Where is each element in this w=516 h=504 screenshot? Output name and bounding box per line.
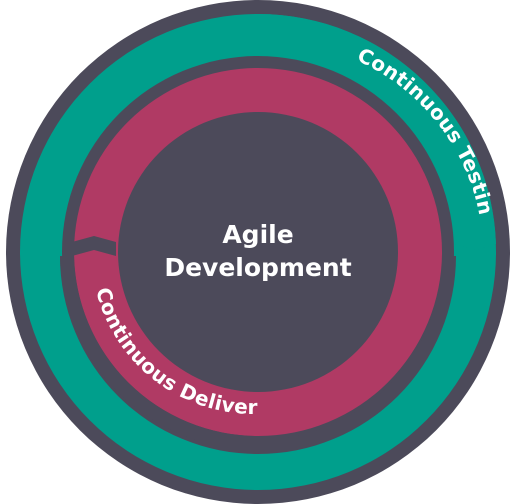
- center-title-line1: Agile: [222, 220, 293, 249]
- core-agile-development: [118, 112, 398, 392]
- center-title-line2: Development: [164, 253, 351, 282]
- middle-ring-notch: [72, 236, 116, 256]
- inner-border-spiral: [258, 13, 496, 250]
- middle-ring-lower-gap: [60, 256, 258, 450]
